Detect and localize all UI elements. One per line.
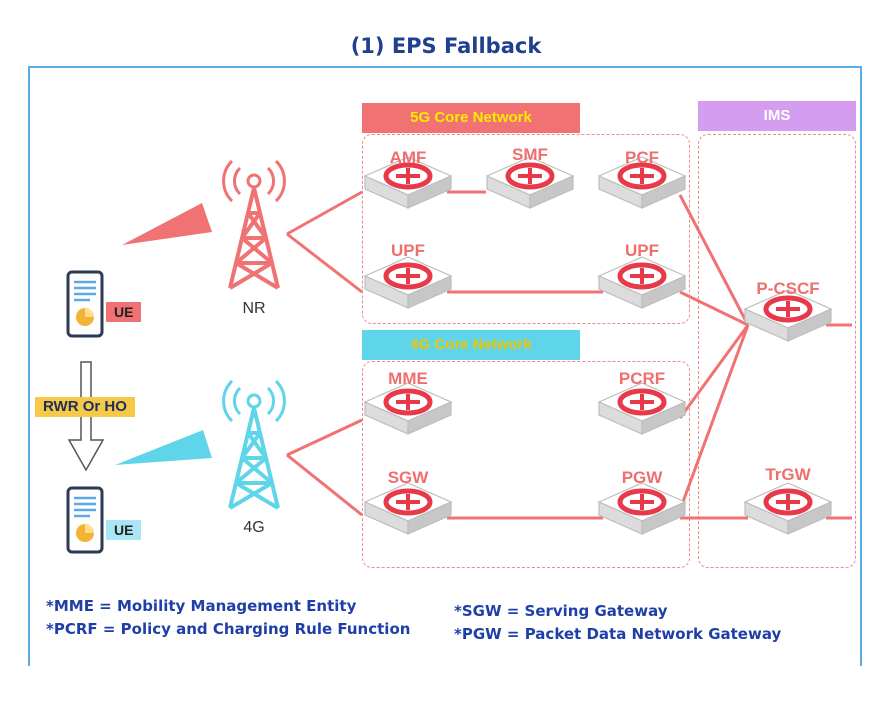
lte-tower-label: 4G [243,519,265,536]
link-lines [286,190,852,520]
pcscf-label: P-CSCF [756,279,820,298]
smf-label: SMF [512,145,548,164]
pcf-label: PCF [625,148,659,167]
pcrf-node-icon [599,383,685,434]
footnote-pcrf: *PCRF = Policy and Charging Rule Functio… [46,620,411,638]
nr-beam [122,203,212,245]
upf1-label: UPF [391,241,425,260]
ue-top-phone-icon [66,270,104,338]
mme-node-icon [365,383,451,434]
pcrf-label: PCRF [618,369,666,388]
upf2-node-icon [599,257,685,308]
pgw-node-icon [599,483,685,534]
lte-beam [115,430,212,465]
ims-banner: IMS [698,101,856,131]
ims-zone [698,134,856,568]
footnote-sgw: *SGW = Serving Gateway [454,602,668,620]
footnote-pgw: *PGW = Packet Data Network Gateway [454,625,782,643]
nr-tower-icon [221,159,287,290]
diagram-frame [28,66,862,666]
ue-bottom-tag: UE [106,520,142,540]
transition-label: RWR Or HO [35,397,135,417]
footnote-mme: *MME = Mobility Management Entity [46,597,357,615]
sgw-label: SGW [387,468,429,487]
sgw-node-icon [365,483,451,534]
trgw-node-icon [745,483,831,534]
trgw-label: TrGW [765,465,811,484]
nr-tower-label: NR [242,300,266,317]
diagram-title: (1) EPS Fallback [350,34,542,58]
core5g-banner: 5G Core Network [362,103,580,133]
lte-tower-icon [221,379,287,510]
pgw-label: PGW [621,468,663,487]
amf-label: AMF [389,148,427,167]
core4g-zone [362,361,690,568]
ue-top-tag: UE [106,302,142,322]
upf1-node-icon [365,257,451,308]
ue-bottom-phone-icon [66,486,104,554]
core4g-banner: 4G Core Network [362,330,580,360]
mme-label: MME [388,369,428,388]
upf2-label: UPF [625,241,659,260]
core5g-zone [362,134,690,324]
